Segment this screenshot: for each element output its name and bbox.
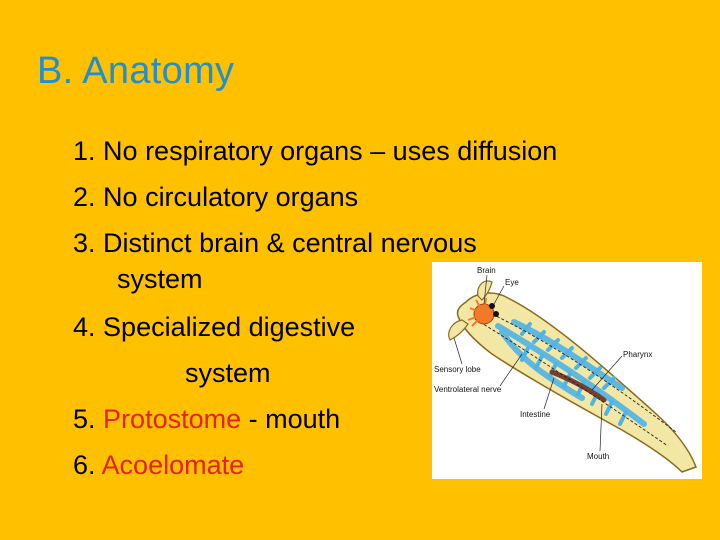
list-item-4-continuation: system: [185, 358, 271, 388]
list-item-3-continuation: system: [117, 264, 203, 294]
item-number: 1.: [73, 136, 96, 166]
item-text: No circulatory organs: [103, 182, 359, 212]
item-text: Distinct brain & central nervous: [103, 228, 477, 258]
label-sensory-lobe: Sensory lobe: [434, 365, 481, 374]
item-text: No respiratory organs – uses diffusion: [103, 136, 558, 166]
list-item-1: 1. No respiratory organs – uses diffusio…: [73, 136, 557, 167]
list-item-4: 4. Specialized digestive: [73, 312, 355, 343]
label-ventrolateral-nerve: Ventrolateral nerve: [434, 385, 502, 394]
sensory-lobe: [448, 319, 469, 341]
eye-icon: [493, 311, 499, 317]
item-number: 5.: [73, 404, 96, 434]
brain-rays: [467, 297, 487, 327]
pharynx: [549, 369, 607, 403]
eye-icon: [489, 303, 495, 309]
highlight-protostome: Protostome: [103, 404, 242, 434]
item-number: 2.: [73, 182, 96, 212]
item-number: 6.: [73, 450, 96, 480]
label-mouth: Mouth: [587, 452, 609, 461]
list-item-6: 6. Acoelomate: [73, 450, 244, 481]
highlight-acoelomate: Acoelomate: [101, 450, 245, 480]
sensory-lobe: [477, 280, 493, 301]
item-text: Specialized digestive: [103, 312, 356, 342]
label-eye: Eye: [505, 278, 519, 287]
item-number: 4.: [73, 312, 96, 342]
label-pharynx: Pharynx: [623, 350, 652, 359]
list-item-2: 2. No circulatory organs: [73, 182, 358, 213]
planarian-illustration: Brain Eye Pharynx Sensory lobe Ventrolat…: [434, 266, 697, 473]
item-text: - mouth: [241, 404, 341, 434]
ventrolateral-nerve: [479, 311, 677, 447]
label-intestine: Intestine: [520, 410, 551, 419]
list-item-5: 5. Protostome - mouth: [73, 404, 340, 435]
item-number: 3.: [73, 228, 96, 258]
label-brain: Brain: [477, 266, 496, 275]
item-spacer: [96, 404, 104, 434]
slide-title: B. Anatomy: [37, 50, 235, 92]
list-item-3: 3. Distinct brain & central nervous: [73, 228, 477, 259]
planarian-anatomy-diagram: Brain Eye Pharynx Sensory lobe Ventrolat…: [432, 262, 702, 479]
